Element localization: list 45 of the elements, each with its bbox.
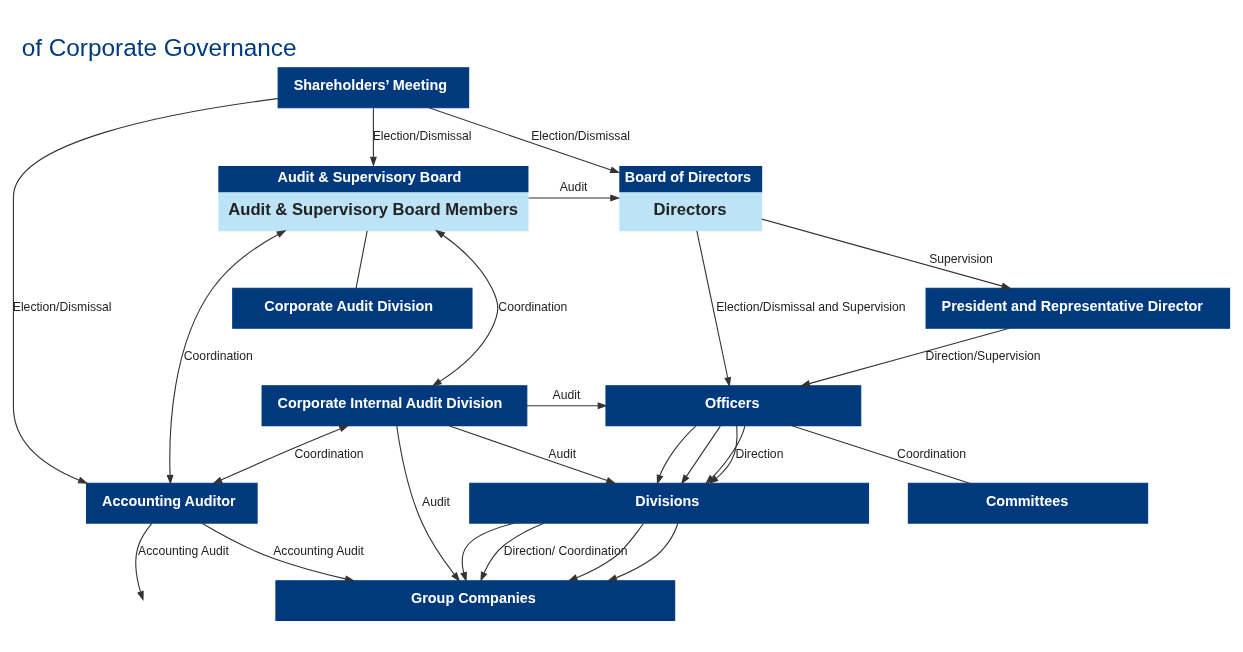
edge-label: Election/Dismissal and Supervision: [716, 299, 906, 314]
edge-label: Direction: [735, 446, 784, 461]
arrow: [526, 401, 608, 409]
arrow: [396, 425, 461, 582]
arrow: [528, 194, 621, 201]
arrow: [800, 327, 1010, 387]
node-box: Committees: [907, 482, 1149, 524]
arrow: [460, 522, 515, 582]
arrow: [135, 522, 153, 601]
node-box: Shareholders’ Meeting: [277, 66, 470, 108]
arrow: [166, 229, 287, 485]
node-box: Divisions: [469, 482, 870, 524]
edge-label: Audit: [548, 446, 577, 461]
arrow: [656, 425, 697, 485]
diagram-title: of Corporate Governance: [21, 33, 297, 61]
edge-label: Coordination: [498, 299, 568, 314]
edge-label: Coordination: [897, 446, 967, 461]
edge-label: Accounting Audit: [273, 543, 364, 558]
edge-label: Direction/Supervision: [925, 348, 1041, 363]
arrow: [696, 229, 732, 387]
edge-label: Supervision: [929, 251, 993, 266]
arrow: [428, 106, 621, 173]
arrow: [448, 424, 617, 484]
arrow: [607, 522, 679, 581]
connector: [791, 424, 971, 484]
node-box: Corporate Audit Division: [232, 287, 473, 329]
node-box: Group Companies: [275, 579, 676, 621]
arrow: [201, 522, 355, 582]
node-box: Officers: [605, 384, 862, 426]
arrow: [480, 522, 545, 582]
node-box: Accounting Auditor: [85, 482, 258, 524]
node-box: Corporate Internal Audit Division: [261, 384, 528, 426]
edge-label: Election/Dismissal: [531, 128, 630, 143]
connector: [355, 229, 368, 289]
edge-label: Accounting Audit: [138, 543, 229, 558]
arrow: [761, 218, 1012, 289]
edge-label: Coordination: [183, 348, 253, 363]
edge-label: Audit: [552, 387, 581, 402]
arrow: [12, 97, 279, 484]
edge-label: Coordination: [294, 446, 364, 461]
edge-label: Audit: [559, 179, 588, 194]
arrow: [431, 229, 499, 386]
arrow: [212, 424, 350, 484]
edge-label: Audit: [422, 494, 450, 509]
node-box: President and Representative Director: [925, 287, 1231, 329]
